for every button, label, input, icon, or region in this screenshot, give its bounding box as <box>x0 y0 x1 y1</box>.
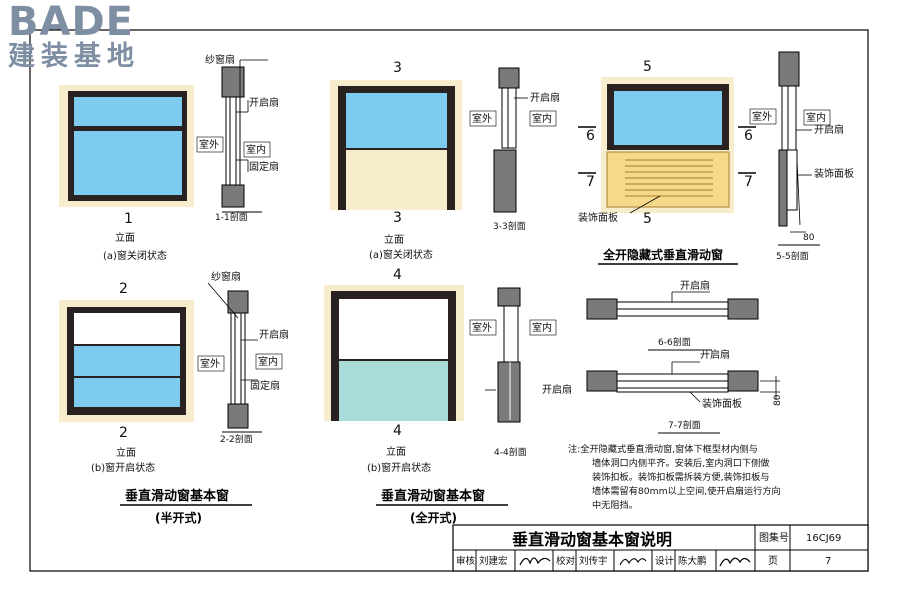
label-outside-2: 室外 <box>200 357 220 370</box>
note-line-4: 墙体需留有80mm以上空间,使开启扇运行方向 <box>592 485 781 497</box>
dim-80-b: 80 <box>773 394 783 406</box>
section-4-4-label: 4-4剖面 <box>494 446 527 458</box>
cut-mark-6-left: 6 <box>586 128 595 144</box>
subtitle-half: (半开式) <box>155 510 202 525</box>
state-closed-c: (a)窗关闭状态 <box>369 248 433 261</box>
cut-mark-7-right: 7 <box>744 174 753 190</box>
brand-logo-subtext: 建装基地 <box>8 41 140 72</box>
designer-signature <box>719 557 751 567</box>
design-label: 设计 <box>655 555 675 567</box>
section-1-1 <box>221 59 268 213</box>
label-inside-3: 室内 <box>532 112 552 125</box>
label-inside-1: 室内 <box>246 143 266 156</box>
label-fixed-sash-2: 固定扇 <box>250 379 280 392</box>
section-4-4 <box>485 287 521 423</box>
label-outside-4: 室外 <box>472 321 492 334</box>
title-half: 垂直滑动窗基本窗 <box>125 488 229 504</box>
label-deco-panel-5: 装饰面板 <box>814 167 854 180</box>
lower-glass <box>74 131 182 195</box>
elevation-label-2: 立面 <box>116 446 136 459</box>
elevation-label-3: 立面 <box>384 233 404 246</box>
state-open-d: (b)窗开启状态 <box>367 461 431 474</box>
section-5-5-label: 5-5剖面 <box>776 250 809 262</box>
label-inside-4: 室内 <box>532 321 552 334</box>
cut-mark-5-top: 5 <box>643 59 652 75</box>
checker: 刘传宇 <box>579 555 608 567</box>
page-label: 页 <box>768 555 778 567</box>
dim-80-a: 80 <box>803 233 815 243</box>
label-open-sash-7: 开启扇 <box>700 348 730 361</box>
section-3-3 <box>493 67 528 213</box>
title-block <box>452 524 869 572</box>
title-hidden: 全开隐藏式垂直滑动窗 <box>602 247 723 262</box>
note-line-3: 装饰扣板。装饰扣板需拆装方便,装饰扣板与 <box>592 471 769 483</box>
label-open-sash-5: 开启扇 <box>814 123 844 136</box>
section-6-6 <box>586 291 759 320</box>
page-number: 7 <box>825 556 831 567</box>
subtitle-full: (全开式) <box>410 510 457 525</box>
label-open-sash-1: 开启扇 <box>249 96 279 109</box>
section-7-7-label: 7-7剖面 <box>668 419 701 431</box>
label-outside-5: 室外 <box>752 110 772 123</box>
note-line-1: 注:全开隐藏式垂直滑动窗,窗体下框型材内侧与 <box>568 443 758 455</box>
label-deco-panel-hidden: 装饰面板 <box>578 211 618 224</box>
sheet-title: 垂直滑动窗基本窗说明 <box>512 530 672 549</box>
cut-mark-2-top: 2 <box>119 281 128 297</box>
designer: 陈大鹏 <box>678 555 707 567</box>
brand-logo-text: BADE <box>8 0 134 45</box>
cut-mark-7-left: 7 <box>586 174 595 190</box>
label-deco-panel-7: 装饰面板 <box>702 397 742 410</box>
label-screen-sash-2: 纱窗扇 <box>211 270 241 283</box>
cut-mark-2-bottom: 2 <box>119 425 128 441</box>
elevation-half-closed <box>59 85 194 207</box>
section-2-2 <box>207 282 262 433</box>
atlas-number: 16CJ69 <box>806 533 841 544</box>
label-open-sash-2: 开启扇 <box>259 328 289 341</box>
label-fixed-sash-1: 固定扇 <box>249 160 279 173</box>
elevation-hidden <box>601 77 734 213</box>
check-label: 校对 <box>556 555 576 567</box>
label-open-sash-4: 开启扇 <box>542 383 572 396</box>
elevation-label-4: 立面 <box>386 445 406 458</box>
state-open-b: (b)窗开启状态 <box>91 461 155 474</box>
section-2-2-label: 2-2剖面 <box>220 433 253 445</box>
label-outside-3: 室外 <box>472 112 492 125</box>
cut-mark-4-top: 4 <box>393 267 402 283</box>
checker-signature <box>619 558 647 566</box>
label-open-sash-6: 开启扇 <box>680 279 710 292</box>
cut-mark-4-bottom: 4 <box>393 423 402 439</box>
section-1-1-label: 1-1剖面 <box>215 211 248 223</box>
brand-logo: BADE 建装基地 <box>8 2 158 72</box>
note-line-5: 中无阻挡。 <box>592 499 638 511</box>
label-screen-sash-1: 纱窗扇 <box>205 53 235 66</box>
cut-mark-1: 1 <box>124 211 133 227</box>
reviewer: 刘建宏 <box>479 555 508 567</box>
atlas-label: 图集号 <box>759 531 789 544</box>
label-inside-5: 室内 <box>806 111 826 124</box>
elevation-full-open <box>324 285 464 421</box>
elevation-half-open <box>59 300 194 422</box>
label-outside-1: 室外 <box>199 138 219 151</box>
review-label: 审核 <box>456 555 476 567</box>
cut-mark-3-top: 3 <box>393 60 402 76</box>
sheet-border <box>29 29 869 572</box>
label-open-sash-3: 开启扇 <box>530 91 560 104</box>
upper-glass <box>74 97 182 126</box>
cut-mark-3-bottom: 3 <box>393 210 402 226</box>
elevation-label: 立面 <box>115 231 135 244</box>
cut-mark-6-right: 6 <box>744 128 753 144</box>
state-closed-a: (a)窗关闭状态 <box>103 249 167 262</box>
elevation-full-closed <box>330 80 462 210</box>
section-6-6-label: 6-6剖面 <box>658 336 691 348</box>
note-line-2: 墙体洞口内侧平齐。安装后,室内洞口下侧做 <box>592 457 769 469</box>
note-block: 注:全开隐藏式垂直滑动窗,窗体下框型材内侧与 墙体洞口内侧平齐。安装后,室内洞口… <box>568 443 781 511</box>
section-3-3-label: 3-3剖面 <box>493 220 526 232</box>
section-5-5 <box>778 51 820 246</box>
section-7-7 <box>586 361 780 403</box>
cut-mark-5-bottom: 5 <box>643 211 652 227</box>
reviewer-signature <box>519 557 551 566</box>
title-full: 垂直滑动窗基本窗 <box>381 488 485 504</box>
label-inside-2: 室内 <box>258 355 278 368</box>
